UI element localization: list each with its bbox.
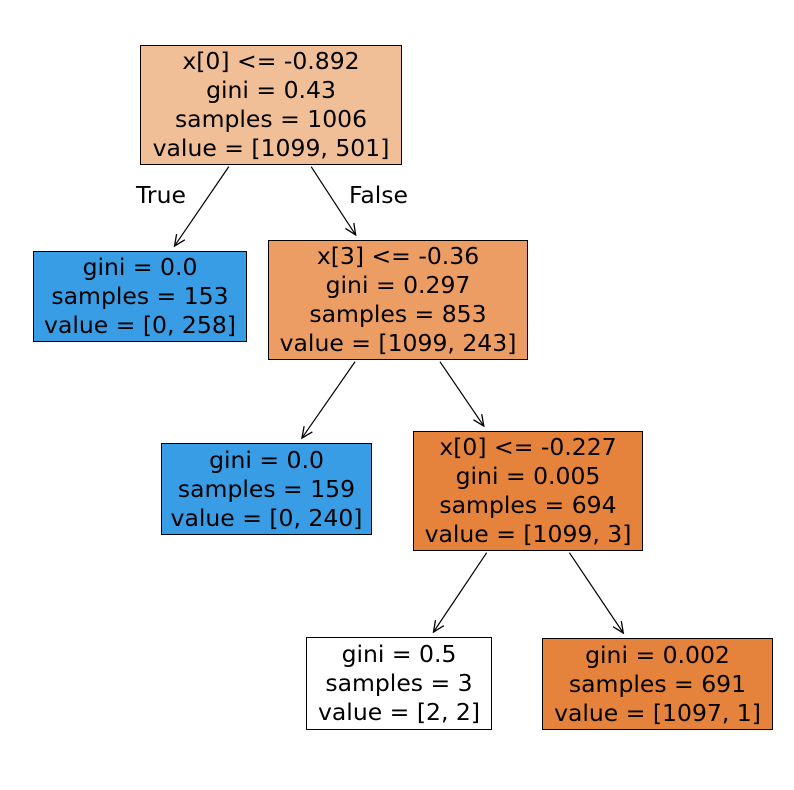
node-value: value = [1099, 501]	[152, 134, 390, 162]
node-split-condition: x[3] <= -0.36	[316, 242, 480, 270]
node-samples: samples = 694	[439, 491, 617, 519]
node-value: value = [1099, 243]	[279, 329, 517, 357]
node-gini: gini = 0.297	[325, 271, 471, 299]
tree-node-leaf-6: gini = 0.002 samples = 691 value = [1097…	[542, 638, 773, 730]
tree-edge	[439, 361, 485, 428]
tree-node-root: x[0] <= -0.892 gini = 0.43 samples = 100…	[140, 45, 402, 165]
edge-label-false: False	[349, 181, 408, 209]
node-gini: gini = 0.0	[209, 445, 324, 474]
node-value: value = [2, 2]	[318, 698, 480, 726]
node-samples: samples = 691	[568, 669, 747, 698]
edge-label-true: True	[136, 181, 186, 209]
tree-edge	[301, 361, 356, 440]
node-split-condition: x[0] <= -0.892	[182, 47, 360, 75]
tree-edge	[568, 552, 625, 635]
tree-node-2: x[3] <= -0.36 gini = 0.297 samples = 853…	[268, 240, 528, 360]
node-samples: samples = 1006	[174, 105, 368, 133]
node-gini: gini = 0.005	[455, 462, 601, 490]
node-gini: gini = 0.002	[585, 640, 730, 669]
node-value: value = [0, 258]	[44, 311, 236, 339]
tree-node-leaf-3: gini = 0.0 samples = 159 value = [0, 240…	[161, 443, 372, 535]
tree-node-4: x[0] <= -0.227 gini = 0.005 samples = 69…	[413, 431, 643, 551]
node-gini: gini = 0.0	[82, 253, 198, 281]
node-gini: gini = 0.43	[206, 76, 336, 104]
node-value: value = [1097, 1]	[554, 698, 761, 727]
tree-edge	[432, 552, 488, 634]
node-value: value = [0, 240]	[170, 503, 363, 532]
node-split-condition: x[0] <= -0.227	[439, 433, 617, 461]
node-samples: samples = 853	[309, 300, 487, 328]
node-gini: gini = 0.5	[341, 640, 457, 668]
tree-node-leaf-1: gini = 0.0 samples = 153 value = [0, 258…	[33, 251, 247, 342]
node-samples: samples = 153	[51, 282, 229, 310]
tree-node-leaf-5: gini = 0.5 samples = 3 value = [2, 2]	[306, 637, 492, 730]
node-samples: samples = 159	[177, 474, 356, 503]
node-value: value = [1099, 3]	[424, 520, 632, 548]
node-samples: samples = 3	[325, 669, 473, 697]
